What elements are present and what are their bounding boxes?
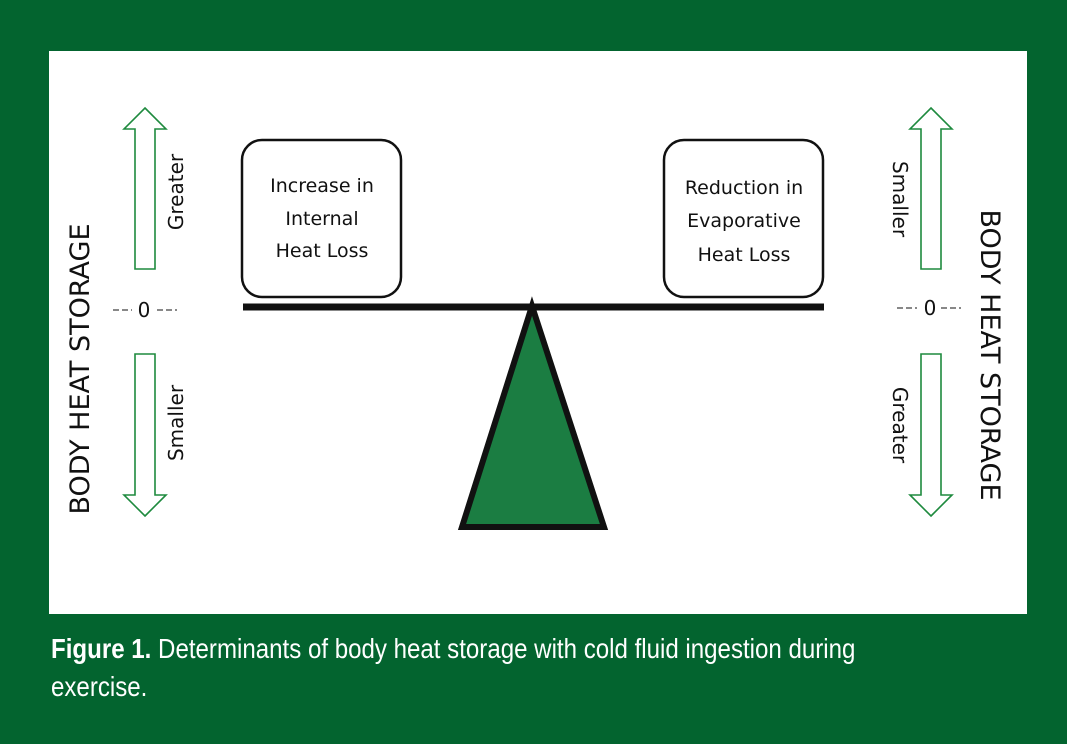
right-box-line-1: Reduction in [685, 177, 803, 199]
left-zero-label: 0 [138, 298, 151, 322]
heat-storage-balance-diagram: BODY HEAT STORAGE Greater Smaller 0 BODY… [65, 106, 1005, 530]
left-up-arrow [122, 106, 168, 270]
right-axis-title: BODY HEAT STORAGE [974, 209, 1005, 500]
left-box-line-2: Internal [285, 208, 358, 230]
figure-caption: Figure 1. Determinants of body heat stor… [51, 630, 894, 706]
figure-label: Figure 1. [51, 633, 152, 664]
figure-panel: BODY HEAT STORAGE Greater Smaller 0 BODY… [49, 51, 1027, 614]
left-down-arrow [122, 353, 168, 518]
left-weight-box-frame [240, 138, 403, 299]
left-down-label: Smaller [164, 384, 188, 461]
left-box-line-1: Increase in [270, 175, 374, 197]
right-weight-box: Reduction in Evaporative Heat Loss [662, 138, 825, 299]
left-box-line-3: Heat Loss [276, 240, 369, 262]
right-axis: BODY HEAT STORAGE Smaller Greater 0 [888, 106, 1005, 518]
left-up-label: Greater [164, 153, 188, 230]
right-box-line-3: Heat Loss [698, 244, 791, 266]
right-down-label: Greater [888, 387, 912, 464]
left-axis: BODY HEAT STORAGE Greater Smaller 0 [65, 106, 188, 518]
fulcrum-triangle [457, 296, 609, 530]
left-axis-title: BODY HEAT STORAGE [65, 223, 96, 514]
left-weight-box: Increase in Internal Heat Loss [240, 138, 403, 299]
right-down-arrow [908, 353, 954, 518]
right-up-label: Smaller [888, 161, 912, 238]
caption-text: Determinants of body heat storage with c… [51, 633, 856, 702]
right-box-line-2: Evaporative [687, 210, 801, 232]
seesaw: Increase in Internal Heat Loss Reduction… [240, 138, 825, 530]
right-up-arrow [908, 106, 954, 270]
right-zero-label: 0 [924, 296, 937, 320]
right-weight-box-frame [662, 138, 825, 299]
